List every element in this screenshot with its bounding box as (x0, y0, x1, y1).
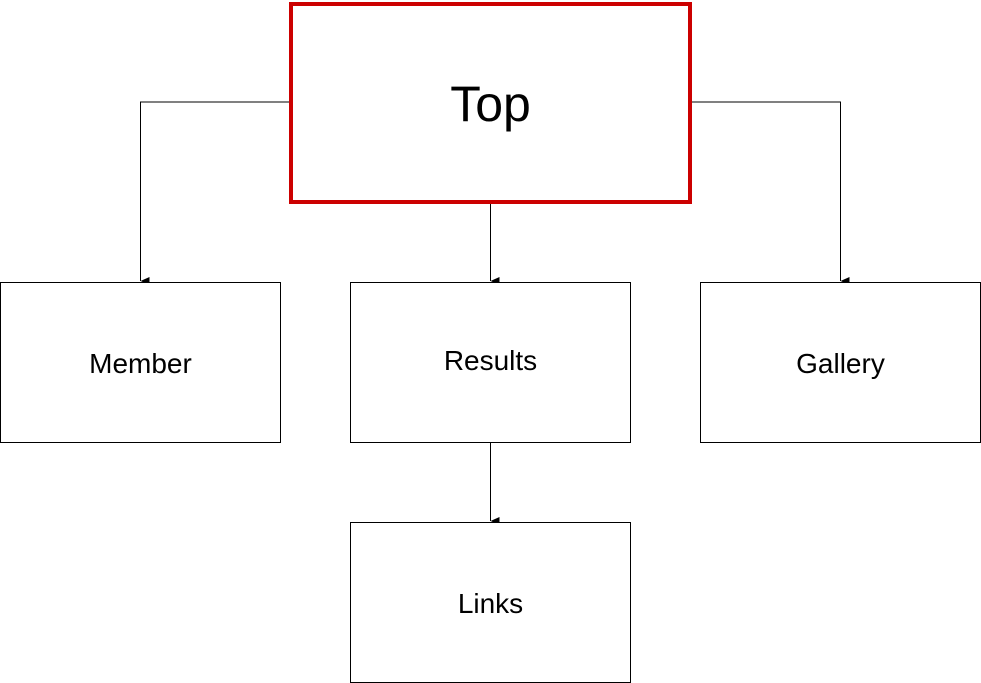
node-member-label: Member (89, 347, 192, 379)
node-links[interactable]: Links (350, 522, 631, 683)
edge-top-to-member (140, 101, 289, 285)
node-links-label: Links (457, 587, 524, 619)
node-gallery-label: Gallery (796, 347, 885, 379)
node-gallery[interactable]: Gallery (700, 282, 981, 443)
node-results[interactable]: Results (350, 282, 631, 443)
edge-top-to-gallery (692, 101, 850, 285)
node-top[interactable]: Top (289, 2, 692, 204)
node-top-label: Top (450, 76, 531, 132)
node-member[interactable]: Member (0, 282, 281, 443)
node-results-label: Results (443, 344, 538, 376)
